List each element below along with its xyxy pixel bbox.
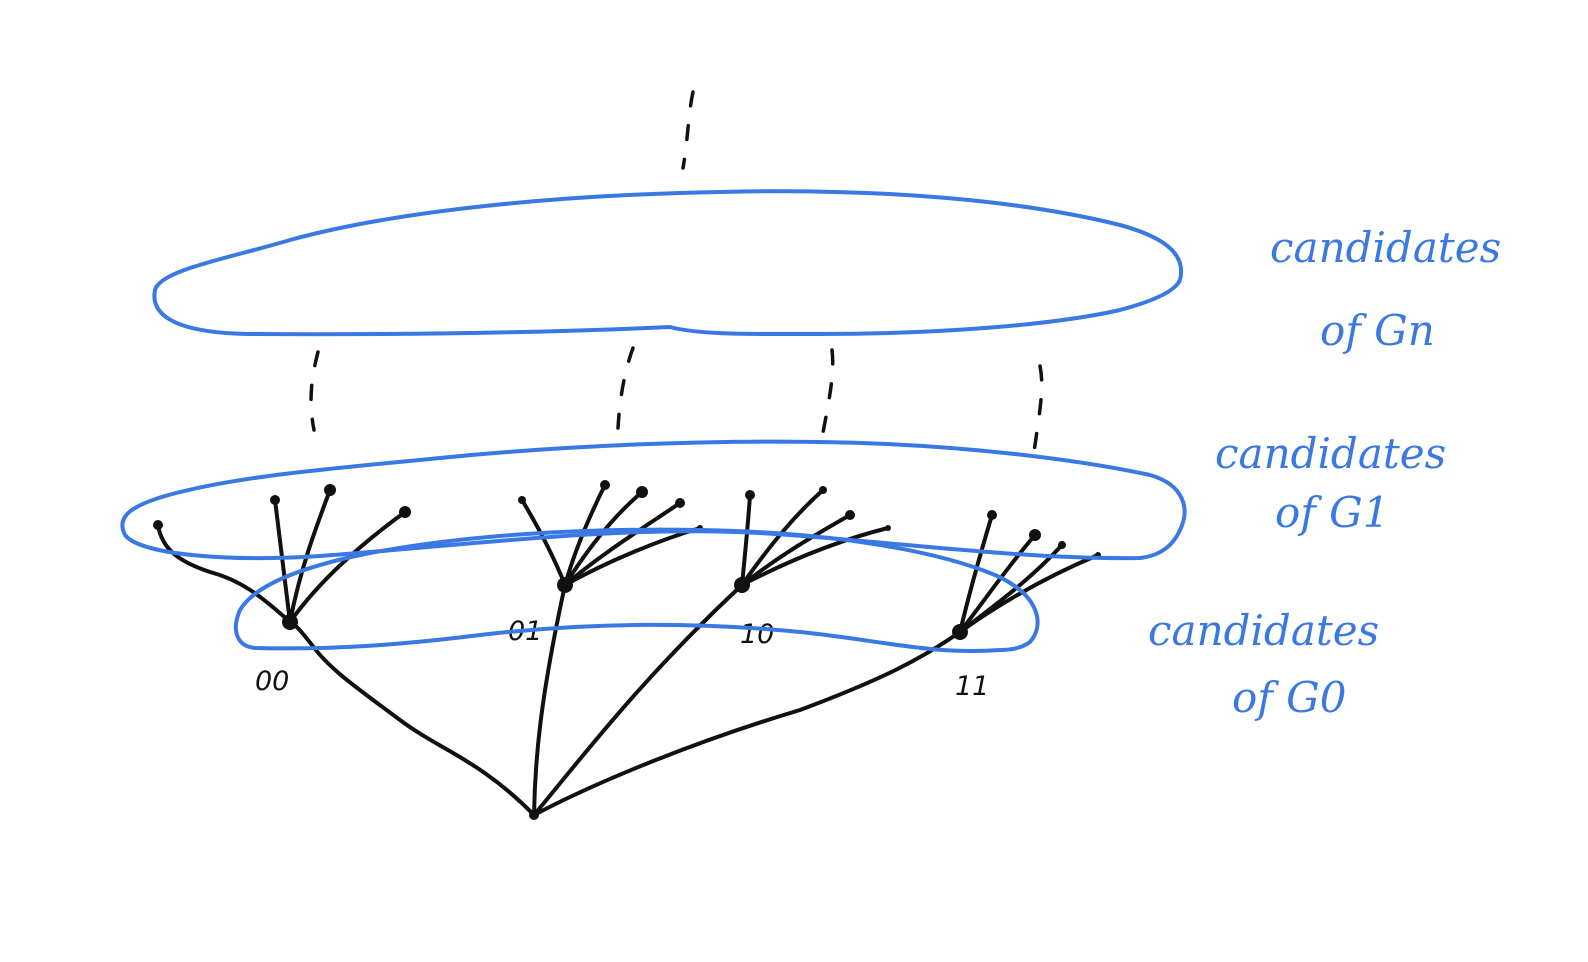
- set-label-Gn-line1: candidates: [1270, 223, 1501, 272]
- edge-10-c4: [740, 526, 890, 587]
- dash-c: [820, 348, 835, 440]
- node-00: [282, 614, 298, 630]
- leaf-dot: [745, 490, 755, 500]
- loop-G0: [233, 527, 1040, 653]
- leaf-dot: [1029, 529, 1041, 541]
- dash-b: [616, 346, 635, 430]
- edge-01-c4: [563, 501, 682, 587]
- leaf-dot: [518, 496, 526, 504]
- dash-top: [681, 90, 695, 170]
- leaf-dot: [270, 495, 280, 505]
- node-label-00: 00: [255, 666, 289, 697]
- node-labels: 00 01 10 11: [255, 616, 989, 702]
- node-01: [557, 577, 573, 593]
- edge-root-11: [532, 630, 962, 817]
- set-label-G0-line1: candidates: [1148, 606, 1379, 655]
- leaf-dot: [324, 484, 336, 496]
- set-label-Gn-line2: of Gn: [1320, 306, 1435, 355]
- leaf-dot: [885, 525, 891, 531]
- edge-11-c4: [958, 553, 1100, 634]
- node-11: [952, 624, 968, 640]
- children-11: [958, 513, 1100, 634]
- leaf-dot: [819, 486, 827, 494]
- edge-11-c2: [958, 533, 1037, 634]
- edge-00-c3: [288, 488, 332, 624]
- leaf-dot: [153, 520, 163, 530]
- edge-root-01: [532, 583, 567, 817]
- edge-root-00: [288, 620, 536, 817]
- loop-Gn: [152, 189, 1184, 337]
- leaf-dot: [675, 498, 685, 508]
- edge-10-c3: [740, 513, 852, 587]
- continuation-dashes: [309, 90, 1044, 462]
- node-label-11: 11: [955, 671, 989, 702]
- children-00: [156, 488, 407, 624]
- edge-11-c1: [958, 513, 994, 634]
- edge-00-c2: [273, 498, 292, 624]
- edge-00-c1: [156, 523, 292, 624]
- dash-a: [309, 350, 320, 432]
- node-label-10: 10: [740, 619, 774, 650]
- edge-01-c1: [520, 498, 567, 587]
- set-label-G1-line2: of G1: [1275, 488, 1389, 537]
- node-10: [734, 577, 750, 593]
- leaf-dot: [1058, 541, 1066, 549]
- root-edges: [288, 583, 962, 817]
- candidate-sets: [120, 189, 1187, 653]
- edge-root-10: [532, 583, 744, 817]
- leaf-dot: [399, 506, 411, 518]
- set-label-G1-line1: candidates: [1215, 429, 1446, 478]
- dash-d: [1031, 364, 1044, 462]
- leaf-dot: [845, 510, 855, 520]
- children-10: [740, 488, 890, 587]
- edge-00-c4: [288, 510, 407, 624]
- set-label-G0-line2: of G0: [1232, 673, 1346, 722]
- set-labels: candidates of Gn candidates of G1 candid…: [1148, 223, 1501, 722]
- leaf-dot: [987, 510, 997, 520]
- leaf-dot: [636, 486, 648, 498]
- node-root: [529, 810, 539, 820]
- leaf-dot: [600, 480, 610, 490]
- edge-10-c1: [740, 493, 752, 587]
- edge-11-c3: [958, 543, 1064, 634]
